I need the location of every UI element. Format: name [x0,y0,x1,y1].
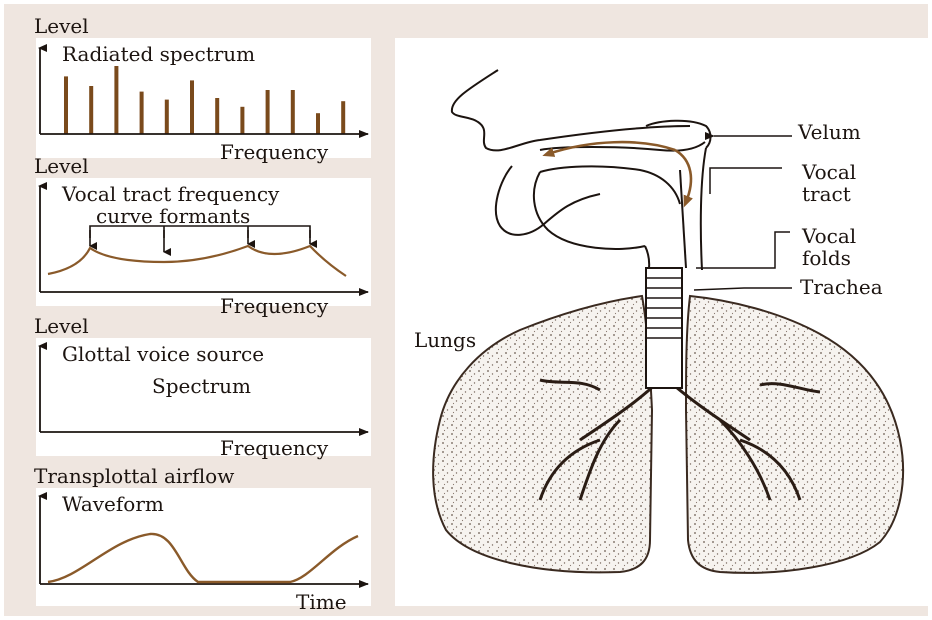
label-lungs: Lungs [414,330,476,350]
head-profile [452,70,711,151]
label-vocal-folds-1: Vocal [802,226,856,246]
label-trachea: Trachea [800,277,883,297]
label-leaders [694,136,792,290]
right-lung [686,296,903,573]
label-vocal-tract-2: tract [802,184,851,204]
label-vocal-folds-2: folds [802,248,851,268]
label-velum: Velum [798,122,861,142]
label-vocal-tract-1: Vocal [802,162,856,182]
oral-cavity [496,148,706,276]
airflow-arrow-down [675,150,691,202]
